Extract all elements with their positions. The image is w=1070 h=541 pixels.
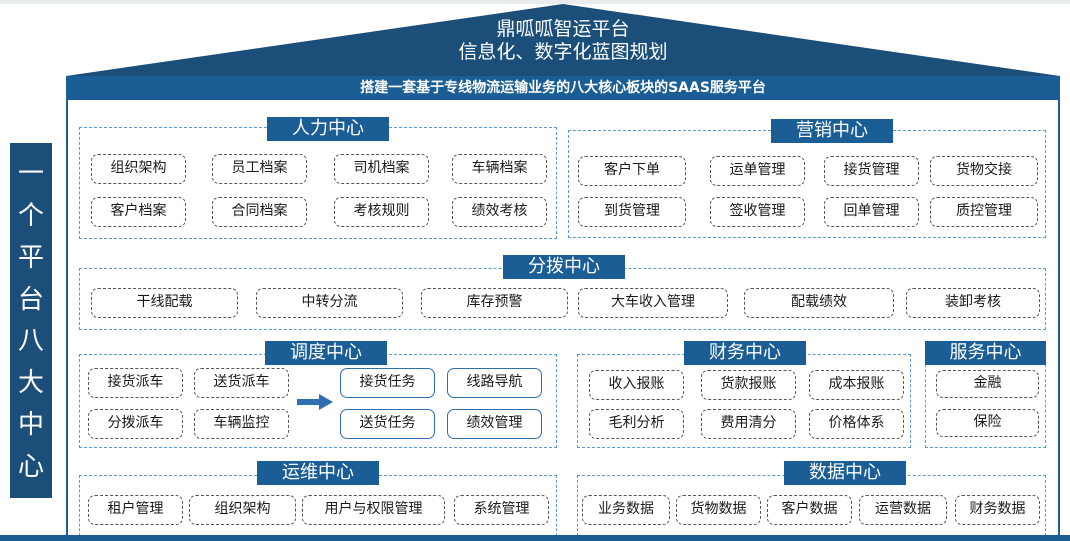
side-label-char: 中: [17, 410, 44, 441]
side-label-char: 一: [17, 158, 44, 189]
finance-item[interactable]: 收入报账: [589, 370, 684, 400]
hr-item[interactable]: 考核规则: [334, 197, 429, 227]
dispatch-item[interactable]: 接货派车: [88, 368, 183, 398]
ops-item[interactable]: 租户管理: [88, 495, 183, 525]
dispatch-item[interactable]: 送货派车: [194, 368, 289, 398]
marketing-item[interactable]: 货物交接: [930, 156, 1038, 186]
distribution-item[interactable]: 中转分流: [256, 288, 403, 318]
hr-item[interactable]: 组织架构: [91, 154, 186, 184]
top-rule: [0, 0, 1070, 4]
ops-item[interactable]: 用户与权限管理: [302, 495, 445, 525]
platform-banner: 搭建一套基于专线物流运输业务的八大核心板块的SAAS服务平台: [66, 76, 1060, 100]
data-item[interactable]: 业务数据: [582, 495, 670, 525]
platform-title: 鼎呱呱智运平台 信息化、数字化蓝图规划: [66, 18, 1060, 64]
marketing-item[interactable]: 到货管理: [578, 197, 686, 227]
side-label-char: 平: [17, 242, 44, 273]
ops-center-title: 运维中心: [257, 461, 379, 485]
distribution-center-title: 分拨中心: [503, 255, 625, 279]
right-arrow-icon: [297, 394, 333, 410]
marketing-item[interactable]: 接货管理: [824, 156, 919, 186]
marketing-item[interactable]: 签收管理: [710, 197, 805, 227]
banner-bold-saas: SAAS服务平台: [668, 80, 766, 96]
ops-item[interactable]: 组织架构: [189, 495, 296, 525]
data-center-title: 数据中心: [784, 461, 906, 485]
side-label: 一 个 平 台 八 大 中 心: [10, 143, 52, 498]
banner-bold-core: 八大核心板块: [570, 80, 655, 96]
platform-title-line1: 鼎呱呱智运平台: [496, 18, 630, 40]
roof-shape: [66, 4, 1060, 76]
hr-item[interactable]: 合同档案: [212, 197, 307, 227]
data-item[interactable]: 货物数据: [676, 495, 761, 525]
side-label-char: 大: [17, 368, 44, 399]
marketing-item[interactable]: 回单管理: [824, 197, 919, 227]
platform-title-line2: 信息化、数字化蓝图规划: [458, 41, 668, 63]
dispatch-task-item[interactable]: 线路导航: [447, 368, 542, 398]
marketing-item[interactable]: 质控管理: [930, 197, 1038, 227]
hr-item[interactable]: 员工档案: [212, 154, 307, 184]
hr-center-title: 人力中心: [267, 117, 389, 141]
data-item[interactable]: 客户数据: [767, 495, 852, 525]
distribution-item[interactable]: 库存预警: [421, 288, 568, 318]
dispatch-task-item[interactable]: 接货任务: [340, 368, 435, 398]
banner-prefix: 搭建一套基于专线物流运输业务的: [360, 80, 571, 96]
hr-item[interactable]: 车辆档案: [452, 154, 547, 184]
finance-item[interactable]: 成本报账: [809, 370, 904, 400]
service-item[interactable]: 保险: [936, 409, 1039, 437]
dispatch-center-title: 调度中心: [265, 341, 387, 365]
platform-frame: [66, 100, 1060, 541]
marketing-center-title: 营销中心: [771, 119, 893, 143]
finance-center-title: 财务中心: [684, 341, 806, 365]
side-label-char: 台: [17, 284, 44, 315]
hr-item[interactable]: 绩效考核: [452, 197, 547, 227]
marketing-item[interactable]: 客户下单: [578, 156, 686, 186]
dispatch-task-item[interactable]: 送货任务: [340, 409, 435, 439]
data-item[interactable]: 财务数据: [955, 495, 1040, 525]
service-center-title: 服务中心: [925, 341, 1046, 365]
dispatch-item[interactable]: 车辆监控: [194, 409, 289, 439]
finance-item[interactable]: 毛利分析: [589, 409, 684, 439]
bottom-rule: [0, 535, 1070, 541]
distribution-item[interactable]: 配载绩效: [744, 288, 894, 318]
side-label-char: 八: [17, 326, 44, 357]
finance-item[interactable]: 费用清分: [701, 409, 796, 439]
finance-item[interactable]: 货款报账: [701, 370, 796, 400]
data-item[interactable]: 运营数据: [859, 495, 947, 525]
ops-item[interactable]: 系统管理: [454, 495, 549, 525]
distribution-item[interactable]: 装卸考核: [906, 288, 1040, 318]
hr-item[interactable]: 司机档案: [334, 154, 429, 184]
banner-mid: 的: [654, 80, 669, 96]
finance-item[interactable]: 价格体系: [809, 409, 904, 439]
side-label-char: 个: [17, 200, 44, 231]
dispatch-item[interactable]: 分拨派车: [88, 409, 183, 439]
service-item[interactable]: 金融: [936, 370, 1039, 398]
distribution-item[interactable]: 干线配载: [91, 288, 238, 318]
marketing-item[interactable]: 运单管理: [710, 156, 805, 186]
dispatch-task-item[interactable]: 绩效管理: [447, 409, 542, 439]
hr-item[interactable]: 客户档案: [91, 197, 186, 227]
distribution-item[interactable]: 大车收入管理: [578, 288, 728, 318]
side-label-char: 心: [17, 452, 44, 483]
